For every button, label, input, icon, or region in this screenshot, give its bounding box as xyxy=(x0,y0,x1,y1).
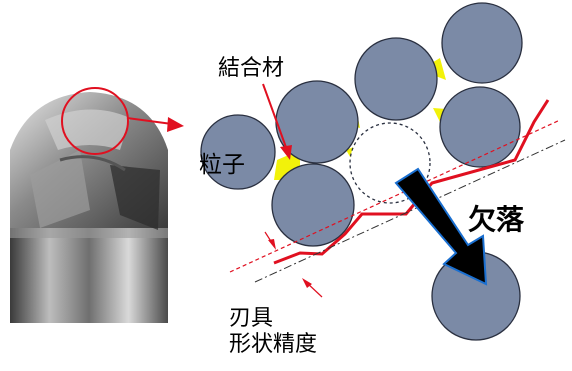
particles xyxy=(200,2,523,341)
particle-label: 粒子 xyxy=(199,152,245,178)
tolerance-arrows xyxy=(264,231,323,298)
chipping-arrow xyxy=(394,167,488,286)
tool-shape-accuracy-label: 刃具 形状精度 xyxy=(229,306,317,358)
tool-shape-line2: 形状精度 xyxy=(229,332,318,357)
particle xyxy=(354,37,438,121)
binder-pointer xyxy=(262,83,292,160)
focus-circle xyxy=(61,87,129,155)
binder-label: 結合材 xyxy=(218,56,285,81)
particle xyxy=(441,2,523,84)
reference-line xyxy=(254,139,566,283)
particle xyxy=(439,86,521,168)
edge-profile xyxy=(273,99,550,265)
tool-shape-line1: 刃具 xyxy=(229,306,274,331)
zoom-arrow xyxy=(126,117,184,132)
tool-photo xyxy=(10,92,168,323)
particle xyxy=(200,114,276,190)
chipping-label: 欠落 xyxy=(468,203,525,236)
ideal-edge-line xyxy=(229,119,561,273)
particle xyxy=(271,163,355,247)
